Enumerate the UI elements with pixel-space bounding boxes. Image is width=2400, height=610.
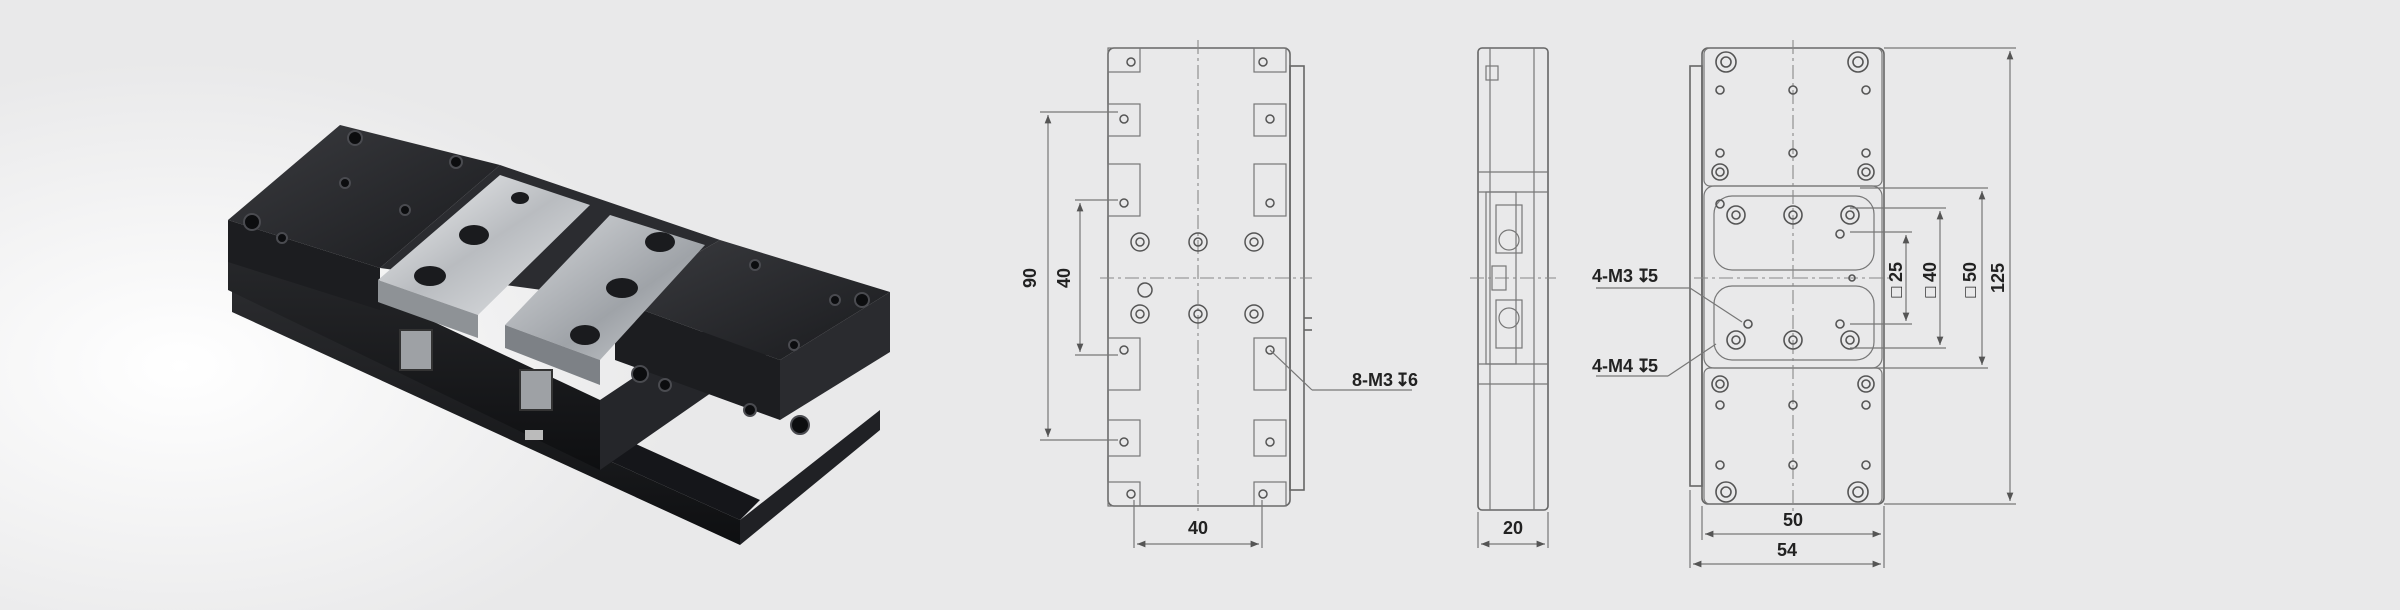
front-thread-depth-symbol: ↧ (1395, 370, 1410, 390)
front-dim-40-vertical: 40 (1054, 268, 1074, 288)
square-value-50: 50 (1960, 262, 1980, 282)
top-dim-square-50: □ 50 (1960, 262, 1980, 297)
top-dim-125: 125 (1988, 263, 2008, 293)
right-block-top (615, 240, 890, 360)
square-symbol-25: □ (1886, 286, 1906, 297)
square-value-25: 25 (1886, 262, 1906, 282)
square-value-40: 40 (1920, 262, 1940, 282)
left-block-top (228, 125, 500, 268)
side-view (1470, 47, 1556, 548)
square-symbol-40: □ (1920, 286, 1940, 297)
front-dim-40-horizontal: 40 (1188, 518, 1208, 538)
top-thread-m3-callout: 4-M3 (1592, 266, 1633, 286)
top-thread-m4-depth: 5 (1648, 356, 1658, 376)
side-dim-20: 20 (1503, 518, 1523, 538)
top-thread-m3-depth: 5 (1648, 266, 1658, 286)
top-thread-m4-depth-symbol: ↧ (1636, 356, 1651, 376)
top-dim-square-40: □ 40 (1920, 262, 1940, 297)
front-thread-depth: 6 (1408, 370, 1418, 390)
square-symbol-50: □ (1960, 286, 1980, 297)
top-dim-54: 54 (1777, 540, 1797, 560)
front-view (1040, 40, 1412, 548)
top-dim-square-25: □ 25 (1886, 262, 1906, 297)
top-thread-m3-depth-symbol: ↧ (1636, 266, 1651, 286)
top-dim-50: 50 (1783, 510, 1803, 530)
front-thread-callout: 8-M3 (1352, 370, 1393, 390)
top-view (1596, 40, 2016, 568)
pneumatic-gripper-render (228, 125, 890, 545)
top-thread-m4-callout: 4-M4 (1592, 356, 1633, 376)
front-dim-90: 90 (1020, 268, 1040, 288)
